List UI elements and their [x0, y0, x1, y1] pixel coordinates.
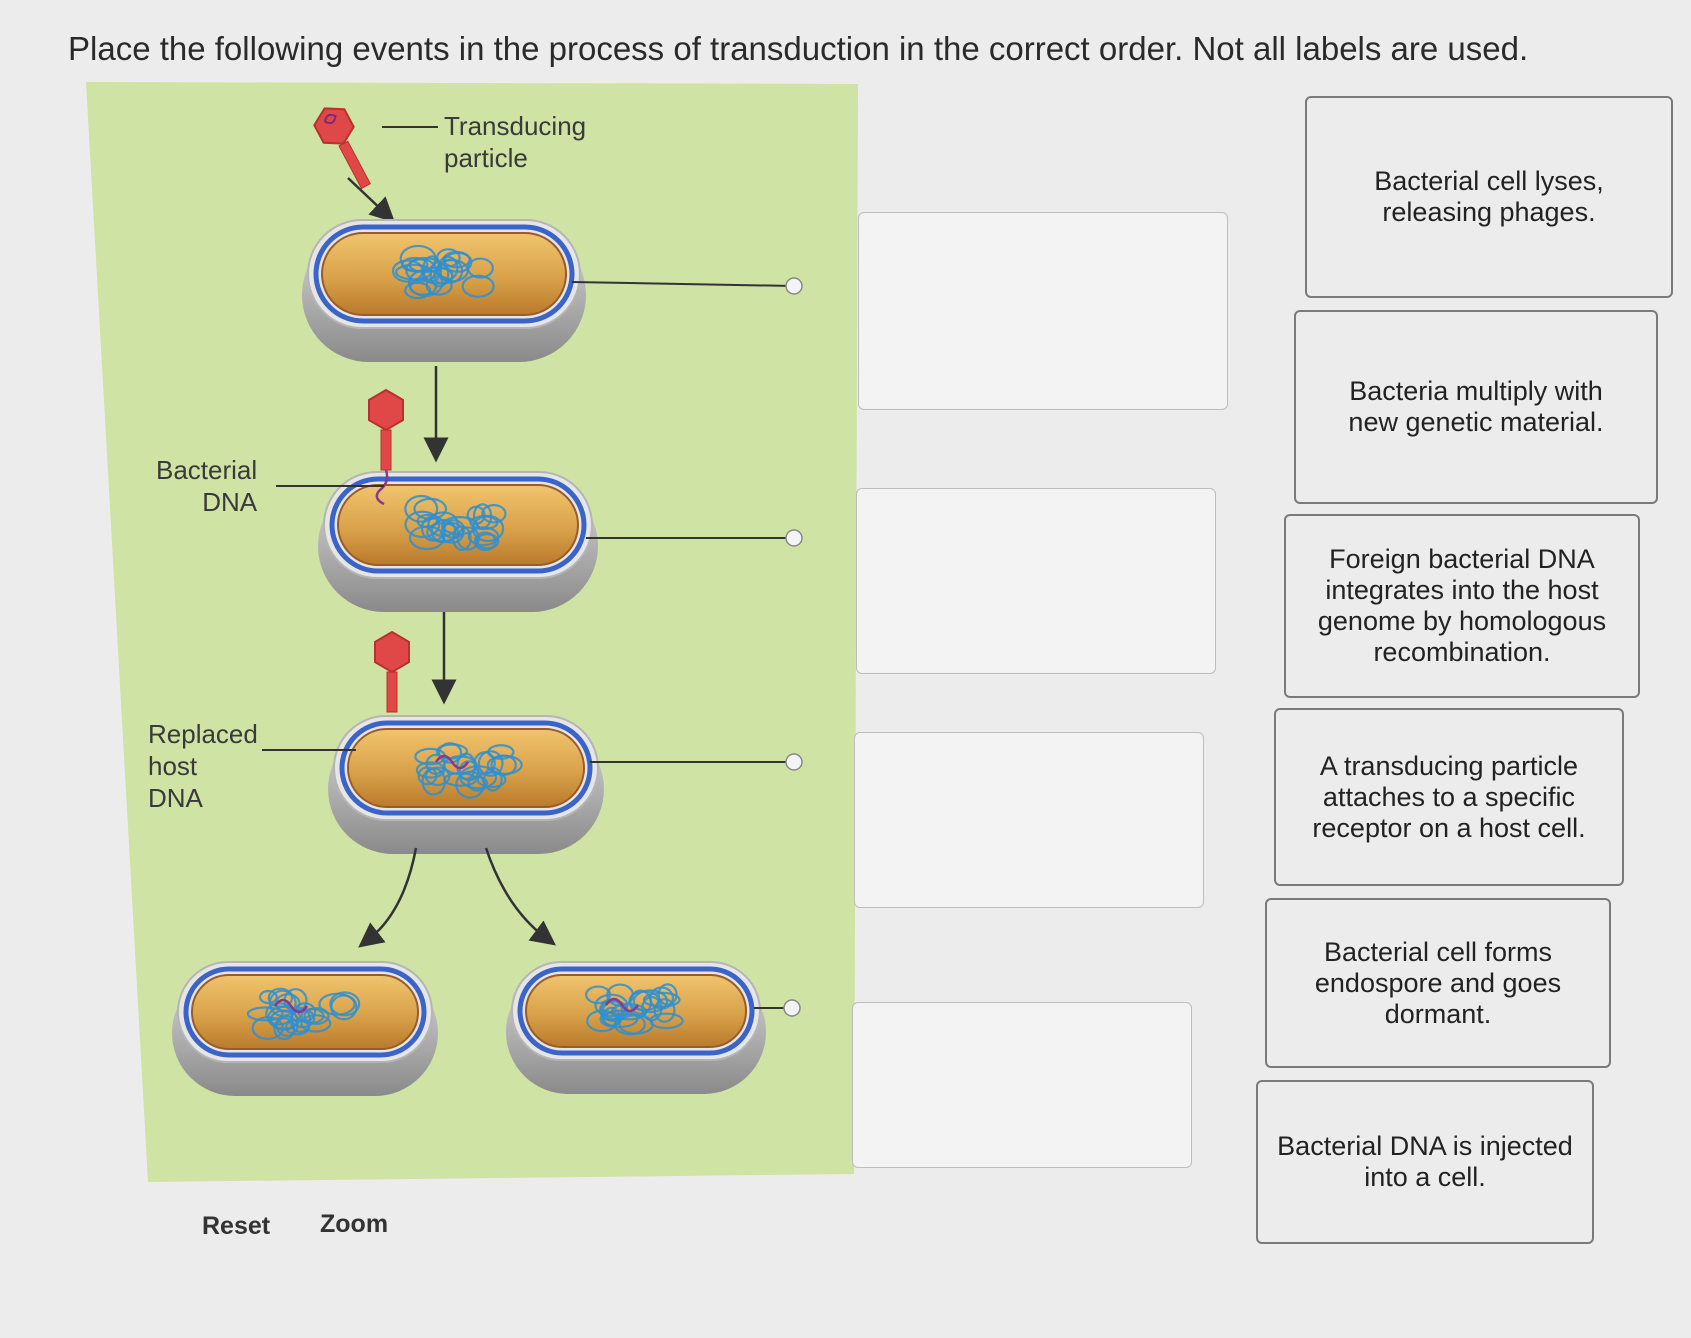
dna-loop	[284, 1019, 311, 1036]
dna-loop	[461, 274, 495, 298]
zoom-button[interactable]: Zoom	[320, 1210, 389, 1238]
dna-loop	[466, 257, 494, 279]
dna-loop	[486, 754, 523, 775]
dna-loop	[467, 775, 489, 792]
dna-loop	[329, 991, 361, 1017]
dna-loop	[642, 991, 681, 1008]
dna-loop	[300, 1014, 332, 1033]
card-text: Bacterial cell lyses,releasing phages.	[1374, 166, 1604, 227]
dna-loop	[657, 983, 678, 1006]
dropzone-3[interactable]	[854, 732, 1204, 908]
dna-loop	[404, 510, 441, 539]
phage-head	[368, 388, 404, 432]
arrow-infection	[347, 177, 396, 223]
dna-loop	[594, 993, 629, 1017]
dna-loop	[417, 766, 438, 786]
cell-membrane	[329, 476, 587, 574]
injected-dna	[375, 469, 389, 506]
phage-dna	[323, 113, 337, 124]
reset-button[interactable]: Reset	[202, 1212, 271, 1240]
dna-loop	[602, 1006, 621, 1028]
cytoplasm	[525, 974, 747, 1048]
dna-loop	[481, 504, 507, 524]
connector-knob-2	[785, 529, 803, 547]
dna-loop	[475, 533, 500, 550]
label-card-lysis[interactable]: Bacterial cell lyses,releasing phages.	[1305, 96, 1673, 298]
connector-knob-3	[785, 753, 803, 771]
dna-loop	[437, 742, 463, 764]
dna-loop	[268, 989, 297, 1017]
dna-loop	[476, 771, 507, 789]
dna-loop	[424, 766, 451, 787]
foreign-dna	[604, 997, 640, 1013]
instruction-text: Place the following events in the proces…	[68, 30, 1529, 67]
injecting-phage	[368, 388, 404, 471]
arrow-step-3-left	[358, 847, 418, 948]
connector-knob-4	[783, 999, 801, 1017]
dna-loop	[632, 989, 669, 1014]
dna-loop	[487, 744, 515, 760]
dropzone-4[interactable]	[852, 1002, 1192, 1168]
foreign-dna	[434, 754, 470, 770]
cell-membrane	[517, 966, 755, 1056]
connector-knob-1	[785, 277, 803, 295]
cell-membrane	[183, 966, 427, 1058]
dna-loop	[421, 767, 446, 796]
dna-loop	[258, 989, 278, 1005]
dna-loop	[405, 258, 438, 283]
dropzone-1[interactable]	[858, 212, 1228, 410]
daughter-cell-right	[506, 961, 766, 1094]
dna-loop	[653, 998, 676, 1023]
leader-line-1	[571, 281, 795, 287]
dna-loop	[267, 987, 294, 1008]
dna-loop	[416, 513, 439, 529]
dna-loop	[303, 1007, 330, 1026]
dna-loop	[420, 515, 446, 542]
bacterium-2	[318, 471, 598, 612]
transducing-particle-phage	[313, 107, 372, 190]
dropzone-2[interactable]	[856, 488, 1216, 674]
phage-tail	[386, 671, 398, 713]
diagram-background	[86, 82, 858, 1182]
dna-loop	[436, 248, 461, 268]
cell-membrane	[313, 224, 575, 324]
dna-loop	[246, 1006, 284, 1022]
phage-tail	[338, 140, 372, 190]
dna-loop	[265, 1002, 294, 1026]
dna-loop	[404, 494, 439, 523]
dna-loop	[477, 750, 504, 777]
bacterium-3	[328, 715, 604, 854]
dna-loop	[275, 1015, 299, 1037]
cytoplasm	[321, 232, 567, 316]
diagram-artwork	[86, 82, 858, 1182]
dna-loop	[471, 514, 505, 543]
daughter-cell-left	[172, 961, 438, 1096]
arrow-step-3-right	[484, 847, 556, 946]
bacterium-1	[302, 219, 586, 362]
cell-membrane	[339, 720, 593, 816]
foreign-dna	[273, 998, 309, 1014]
dna-loop	[407, 269, 444, 297]
phage-tail	[380, 429, 392, 471]
dna-loop	[318, 992, 356, 1016]
dna-loop	[293, 1002, 317, 1022]
transducing-particle-label: Transducing particle	[444, 111, 587, 173]
empty-phage	[374, 630, 410, 713]
phage-head	[374, 630, 410, 674]
